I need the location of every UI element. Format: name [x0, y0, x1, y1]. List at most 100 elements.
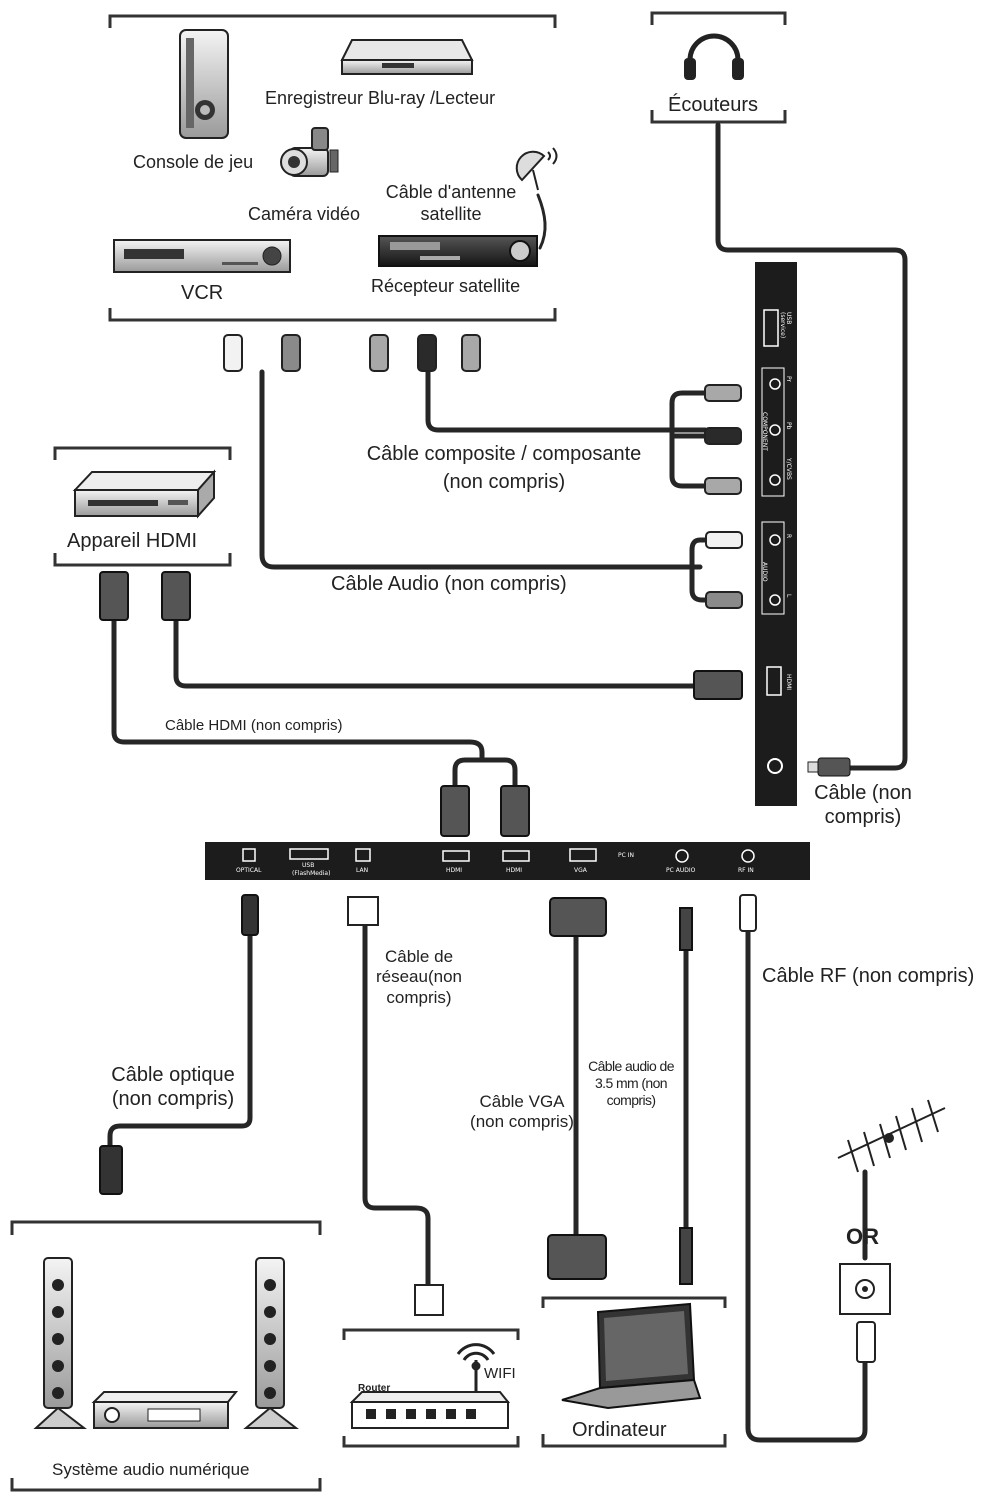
camcorder-label: Caméra vidéo: [248, 204, 361, 224]
audio35-plug-bottom: [679, 1227, 693, 1285]
composite-cable-label: Câble composite / composante: [366, 443, 642, 465]
composite-cable-center: [425, 369, 708, 433]
router-label: Router: [358, 1383, 391, 1394]
game-console-label: Console de jeu: [133, 152, 254, 172]
computer-label: Ordinateur: [572, 1419, 667, 1441]
speaker-left-icon: [33, 1257, 87, 1429]
side-connector-panel: [755, 262, 797, 806]
rf-cable-label: Câble RF (non compris): [762, 965, 975, 987]
bracket-headphones-bottom: [650, 110, 787, 124]
bracket-audio-bottom: [10, 1478, 322, 1492]
side-audio-label: AUDIO: [761, 562, 768, 582]
group-brackets: [10, 11, 787, 1492]
hdmi-cable-lower: [111, 615, 485, 761]
satellite-receiver-label: Récepteur satellite: [371, 276, 521, 296]
bracket-router-top: [342, 1328, 520, 1340]
bracket-audio-top: [10, 1220, 322, 1235]
side-l-label: L: [785, 594, 792, 598]
network-cable-label: Câble de réseau(non compris): [375, 947, 462, 1007]
satellite-receiver-icon: [378, 235, 538, 267]
bottom-pcaudio-label: PC AUDIO: [666, 867, 696, 874]
camcorder-icon: [280, 127, 339, 177]
audio-cable-label: Câble Audio (non compris): [331, 573, 567, 595]
bottom-plugs: [99, 894, 876, 1363]
rca-plugs-top: [223, 334, 481, 372]
bottom-rfin-label: RF IN: [738, 867, 754, 874]
game-console-icon: [179, 29, 229, 139]
bracket-router-bottom: [342, 1436, 520, 1448]
bracket-sources-bottom: [108, 308, 557, 322]
audio35-cable-label: Câble audio de 3.5 mm (non compris): [588, 1058, 674, 1108]
satellite-dish-icon: [515, 147, 558, 191]
rf-cable: [745, 927, 868, 1443]
vga-plug-top: [549, 897, 607, 937]
bottom-optical-label: OPTICAL: [236, 867, 262, 874]
bluray-player-icon: [340, 39, 474, 75]
bottom-connector-panel: [205, 842, 810, 880]
headphone-jack-plug: [807, 757, 851, 777]
headphone-cable-label: Câble (non compris): [814, 782, 912, 828]
side-pr-label: Pr: [785, 376, 792, 382]
bottom-hdmi2-label: HDMI: [506, 867, 523, 874]
vga-plug-bottom: [547, 1234, 607, 1280]
cables: [107, 122, 908, 1443]
bracket-sources-top: [108, 14, 557, 28]
bracket-computer-top: [541, 1296, 727, 1308]
rca-plug-gray: [281, 334, 301, 372]
tv-antenna-icon: [837, 1099, 946, 1173]
side-usb-sub-label: (service): [779, 312, 786, 339]
optical-plug-bottom: [99, 1145, 123, 1195]
audio-system-label: Système audio numérique: [52, 1460, 250, 1479]
bracket-computer-bottom: [541, 1434, 727, 1448]
optical-cable: [107, 932, 253, 1149]
bluray-label: Enregistreur Blu-ray /Lecteur: [265, 88, 496, 108]
headphones-icon: [684, 33, 744, 80]
headphone-cable: [715, 122, 908, 771]
hdmi-plugs: [99, 571, 743, 837]
hdmi-device-icon: [72, 469, 217, 519]
bottom-usb-label: USB: [302, 862, 315, 869]
wifi-icon: [456, 1343, 496, 1371]
audio-cable-main: [259, 369, 703, 570]
vga-cable-label: Câble VGA (non compris): [470, 1092, 574, 1132]
network-cable: [362, 922, 431, 1288]
speaker-right-icon: [243, 1257, 299, 1429]
bracket-headphones-top: [650, 11, 787, 25]
bottom-hdmi1-label: HDMI: [446, 867, 463, 874]
side-pb-label: Pb: [785, 422, 792, 430]
rca-plug-pr: [369, 334, 389, 372]
vcr-label: VCR: [181, 282, 224, 304]
optical-cable-label: Câble optique (non compris): [111, 1064, 235, 1110]
amplifier-icon: [91, 1391, 239, 1429]
bottom-vga-label: VGA: [574, 867, 587, 874]
side-hdmi-label: HDMI: [785, 674, 792, 691]
side-component-label: COMPONENT: [761, 412, 768, 451]
satellite-cable-label: Câble d'antenne satellite: [385, 182, 517, 224]
audio35-plug-top: [679, 907, 693, 951]
side-r-label: R: [785, 534, 792, 539]
bracket-hdmi-bottom: [53, 553, 232, 567]
audio-cable-fork: [689, 537, 709, 603]
satellite-antenna-cable: [536, 193, 547, 250]
rca-plug-pb: [461, 334, 481, 372]
composite-cable-note: (non compris): [442, 471, 566, 493]
side-ycvbs-label: Y/CVBS: [785, 458, 792, 480]
lan-plug-top: [347, 896, 379, 926]
composite-cable-fork: [669, 390, 708, 489]
router-icon: [349, 1360, 511, 1429]
bottom-usb-sub-label: (FlashMedia): [292, 870, 331, 877]
rf-plug-top: [739, 894, 757, 932]
hdmi-cable-upper: [173, 615, 698, 689]
wall-socket-icon: [839, 1263, 891, 1315]
lan-plug-bottom: [414, 1284, 444, 1316]
hdmi-device-label: Appareil HDMI: [67, 530, 198, 552]
laptop-icon: [561, 1302, 702, 1410]
bottom-pcin-label: PC IN: [618, 852, 634, 859]
bracket-hdmi-top: [53, 446, 232, 460]
optical-plug-top: [241, 894, 259, 936]
headphones-label: Écouteurs: [668, 94, 759, 116]
rf-plug-bottom: [856, 1321, 876, 1363]
vcr-icon: [113, 239, 291, 273]
rca-plugs-side: [704, 384, 743, 609]
